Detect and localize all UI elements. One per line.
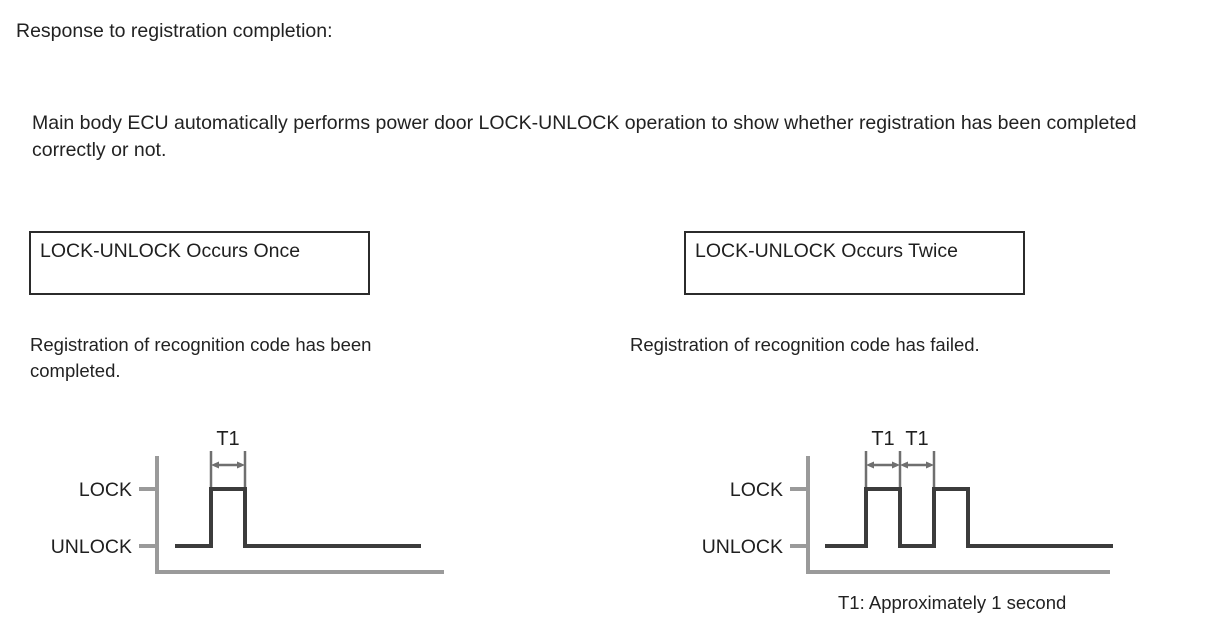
outcome-box-twice-label: LOCK-UNLOCK Occurs Twice — [695, 240, 958, 262]
y-label-lock: LOCK — [730, 479, 783, 501]
t1-dimension-label: T1 — [216, 428, 239, 450]
t1-arrow-head-right — [237, 461, 245, 469]
y-label-lock: LOCK — [79, 479, 132, 501]
outcome-box-twice: LOCK-UNLOCK Occurs Twice — [684, 231, 1025, 295]
timing-diagram-twice-svg: LOCK UNLOCK T1 T1 — [702, 428, 1113, 574]
summary-paragraph: Main body ECU automatically performs pow… — [32, 112, 1137, 161]
t1-arrow-head-first-right — [892, 461, 900, 469]
y-label-unlock: UNLOCK — [702, 536, 783, 558]
t1-arrow-head-first-left — [866, 461, 874, 469]
lock-signal-waveform — [175, 487, 421, 548]
timing-diagram-once-svg: LOCK UNLOCK T1 — [51, 428, 444, 574]
outcome-description-twice: Registration of recognition code has fai… — [630, 334, 980, 355]
t1-footnote: T1: Approximately 1 second — [838, 592, 1067, 613]
intro-heading: Response to registration completion: — [16, 20, 333, 42]
lock-signal-waveform — [825, 487, 1113, 548]
outcome-box-once-label: LOCK-UNLOCK Occurs Once — [40, 240, 301, 262]
t1-arrow-head-second-left — [900, 461, 908, 469]
t1-dimension-label-second: T1 — [905, 428, 928, 450]
t1-arrow-head-left — [211, 461, 219, 469]
outcome-description-once: Registration of recognition code has bee… — [30, 334, 372, 381]
t1-dimension-label-first: T1 — [871, 428, 894, 450]
t1-arrow-head-second-right — [926, 461, 934, 469]
outcome-box-once: LOCK-UNLOCK Occurs Once — [29, 231, 370, 295]
timing-diagram-once: LOCK UNLOCK T1 — [20, 415, 460, 595]
timing-diagram-twice: LOCK UNLOCK T1 T1 — [655, 415, 1125, 595]
y-label-unlock: UNLOCK — [51, 536, 132, 558]
